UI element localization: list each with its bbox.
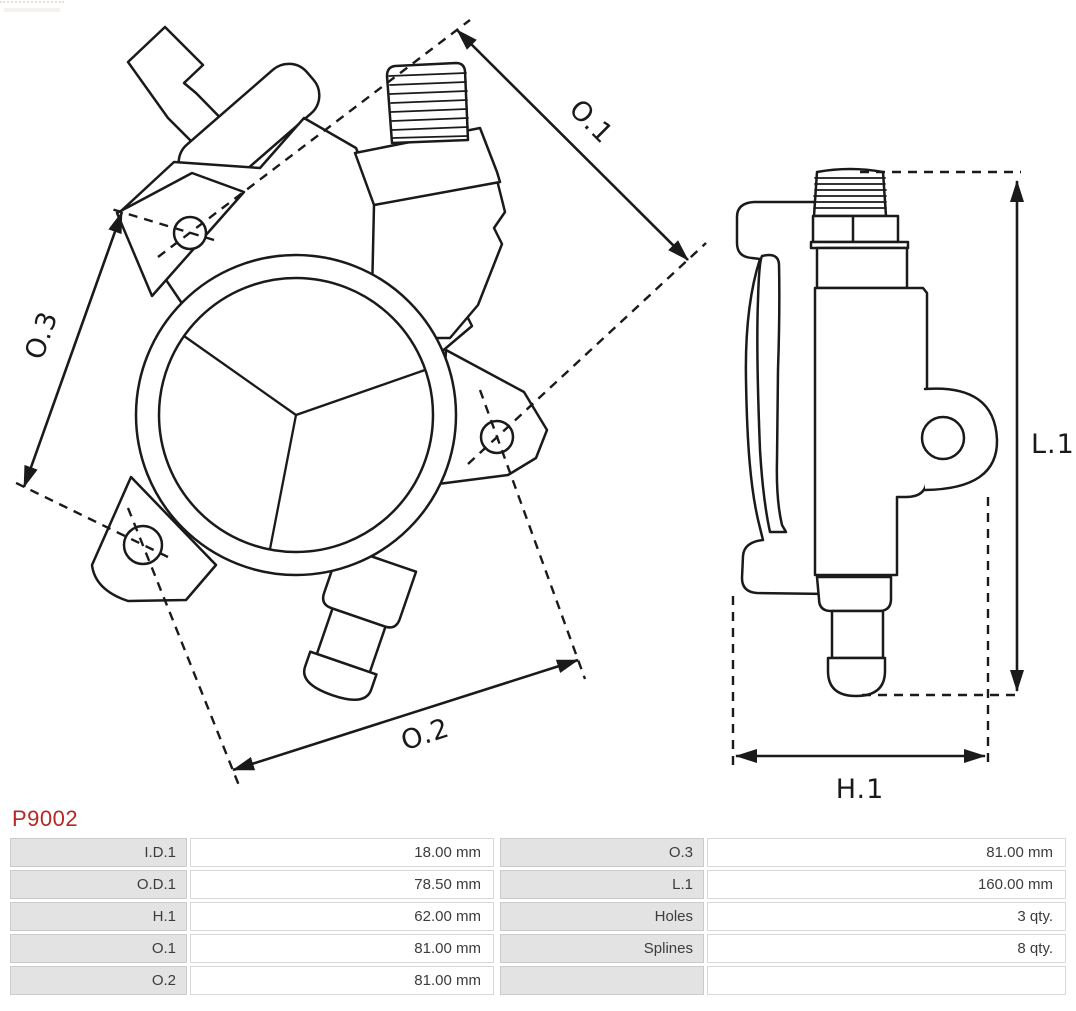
front-view bbox=[90, 25, 549, 701]
dim-o1-line bbox=[456, 29, 689, 261]
spec-value bbox=[707, 966, 1066, 995]
part-number: P9002 bbox=[12, 806, 79, 831]
rotor-spokes bbox=[182, 334, 427, 551]
table-row: Splines 8 qty. bbox=[500, 934, 1066, 963]
side-flange-rib bbox=[756, 253, 788, 534]
dim-o2-label: O.2 bbox=[397, 713, 453, 758]
spec-tables: I.D.1 18.00 mm O.D.1 78.50 mm H.1 62.00 … bbox=[7, 835, 1069, 998]
spec-value: 81.00 mm bbox=[190, 934, 494, 963]
spec-value: 3 qty. bbox=[707, 902, 1066, 931]
dim-l1-label: L.1 bbox=[1031, 429, 1075, 460]
dim-o2-line bbox=[232, 658, 579, 772]
spec-label: O.2 bbox=[10, 966, 187, 995]
spec-value: 8 qty. bbox=[707, 934, 1066, 963]
side-view bbox=[735, 167, 999, 698]
spec-value: 81.00 mm bbox=[707, 838, 1066, 867]
dim-o3-label: O.3 bbox=[19, 307, 64, 363]
spec-value: 81.00 mm bbox=[190, 966, 494, 995]
top-left-artifact bbox=[0, 1, 64, 3]
extension-lines-front bbox=[9, 19, 707, 789]
side-thread-lines bbox=[813, 177, 887, 209]
table-row: I.D.1 18.00 mm bbox=[10, 838, 494, 867]
side-nut bbox=[811, 214, 900, 244]
dim-o3-line bbox=[22, 211, 124, 488]
dimension-lines-side bbox=[735, 180, 1024, 763]
table-row: O.3 81.00 mm bbox=[500, 838, 1066, 867]
thread-lines bbox=[388, 72, 469, 139]
spec-value: 160.00 mm bbox=[707, 870, 1066, 899]
spec-value: 78.50 mm bbox=[190, 870, 494, 899]
dimension-lines-front bbox=[22, 29, 689, 772]
table-row bbox=[500, 966, 1066, 995]
spec-label: Splines bbox=[500, 934, 704, 963]
dim-o1-label: O.1 bbox=[563, 94, 620, 151]
extension-lines-side bbox=[731, 170, 1021, 768]
side-body bbox=[813, 286, 929, 577]
spec-table-left: I.D.1 18.00 mm O.D.1 78.50 mm H.1 62.00 … bbox=[7, 835, 497, 998]
table-row: L.1 160.00 mm bbox=[500, 870, 1066, 899]
side-collar bbox=[815, 246, 909, 290]
spec-label: O.3 bbox=[500, 838, 704, 867]
top-left-artifact-2 bbox=[4, 8, 60, 12]
table-row: O.D.1 78.50 mm bbox=[10, 870, 494, 899]
spec-label: Holes bbox=[500, 902, 704, 931]
table-row: H.1 62.00 mm bbox=[10, 902, 494, 931]
spec-label: I.D.1 bbox=[10, 838, 187, 867]
spec-table-right: O.3 81.00 mm L.1 160.00 mm Holes 3 qty. … bbox=[497, 835, 1069, 998]
dim-h1-label: H.1 bbox=[836, 774, 885, 805]
table-row: O.1 81.00 mm bbox=[10, 934, 494, 963]
side-ear-hole bbox=[920, 415, 966, 461]
spec-label: O.1 bbox=[10, 934, 187, 963]
spec-label: O.D.1 bbox=[10, 870, 187, 899]
table-row: O.2 81.00 mm bbox=[10, 966, 494, 995]
table-row: Holes 3 qty. bbox=[500, 902, 1066, 931]
spec-label bbox=[500, 966, 704, 995]
spec-value: 18.00 mm bbox=[190, 838, 494, 867]
spec-value: 62.00 mm bbox=[190, 902, 494, 931]
technical-drawing: O.1 O.2 O.3 bbox=[9, 19, 1075, 805]
spec-label: H.1 bbox=[10, 902, 187, 931]
side-threaded-stud bbox=[812, 167, 888, 218]
side-nozzle-2 bbox=[830, 609, 885, 660]
side-nozzle-tip bbox=[826, 656, 887, 698]
spec-label: L.1 bbox=[500, 870, 704, 899]
side-nozzle-1 bbox=[815, 575, 893, 613]
